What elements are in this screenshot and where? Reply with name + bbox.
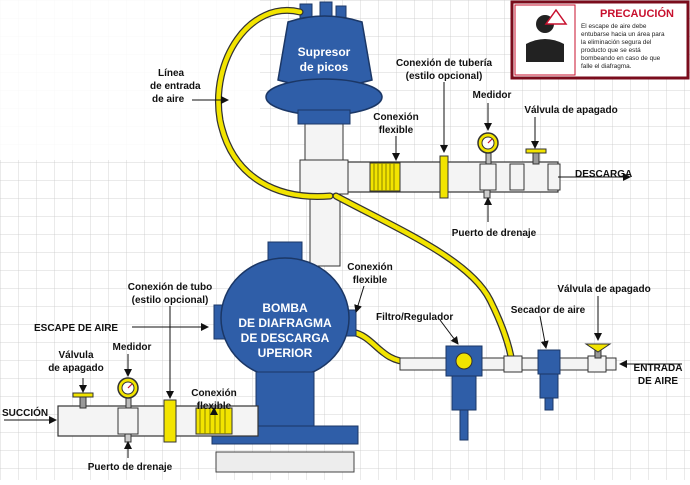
air-inlet-pipe <box>399 355 617 373</box>
tube-connection-label-2: (estilo opcional) <box>132 295 209 306</box>
caution-title: PRECAUCIÓN <box>600 7 674 20</box>
caution-line-5: bombeando en caso de que <box>581 55 661 62</box>
shutoff-valve-top-label: Válvula de apagado <box>524 105 617 116</box>
pulse-dampener-label-2: de picos <box>300 60 349 74</box>
air-inlet-label-2: DE AIRE <box>638 376 679 387</box>
vertical-discharge-pipe <box>299 117 349 267</box>
air-inlet-line-label-2: de entrada <box>150 81 201 92</box>
pump-label-2: DE DIAFRAGMA <box>238 316 332 330</box>
flex-connection-low-label-2: flexible <box>197 401 232 412</box>
warning-triangle-icon <box>544 8 568 25</box>
air-dryer-label: Secador de aire <box>511 305 586 316</box>
caution-line-2: entubarse hacia un área para <box>581 31 665 38</box>
flex-connection-top-label-2: flexible <box>379 125 414 136</box>
pump-label-4: UPERIOR <box>258 346 313 360</box>
pump-label-3: DE DESCARGA <box>241 331 330 345</box>
air-inlet-line-label-3: de aire <box>152 94 185 105</box>
shutoff-valve-left-label-1: Válvula <box>58 350 93 361</box>
shutoff-valve-left-icon <box>72 392 94 409</box>
tube-connection-label-1: Conexión de tubo <box>128 282 212 293</box>
pulse-dampener-label-1: Supresor <box>298 45 351 59</box>
air-inlet-line-label-1: Línea <box>158 68 185 79</box>
flex-connection-mid-label-2: flexible <box>353 275 388 286</box>
gauge-left-label: Medidor <box>113 342 152 353</box>
gauge-left-icon <box>117 377 139 409</box>
caution-line-6: falle el diafragma. <box>581 63 632 70</box>
pulse-dampener: Supresor de picos <box>265 1 383 125</box>
drain-port-low-icon <box>124 433 132 443</box>
air-exhaust-label: ESCAPE DE AIRE <box>34 323 118 334</box>
caution-line-1: El escape de aire debe <box>581 23 647 30</box>
diaphragm-pump: BOMBA DE DIAFRAGMA DE DESCARGA UPERIOR <box>211 241 359 473</box>
shutoff-valve-right-label: Válvula de apagado <box>557 284 650 295</box>
filter-regulator-icon <box>445 345 483 441</box>
air-hoses <box>215 7 516 366</box>
caution-line-4: producto que se está <box>581 47 641 54</box>
flex-connection-top-label-1: Conexión <box>373 112 419 123</box>
pipe-connection-top-label-2: (estilo opcional) <box>406 71 483 82</box>
leader-lines <box>4 82 682 458</box>
flex-connection-low-label-1: Conexión <box>191 388 237 399</box>
gauge-top-label: Medidor <box>473 90 512 101</box>
gauge-top-icon <box>477 132 499 165</box>
flexible-connection-top <box>369 162 401 192</box>
flex-connection-mid-label-1: Conexión <box>347 262 393 273</box>
shutoff-valve-right-icon <box>584 343 612 359</box>
filter-regulator-label: Filtro/Regulador <box>376 312 453 323</box>
pump-label-1: BOMBA <box>262 301 308 315</box>
drain-port-low-label: Puerto de drenaje <box>88 462 173 473</box>
caution-box: PRECAUCIÓN El escape de aire debe entuba… <box>510 0 690 80</box>
drain-port-top-label: Puerto de drenaje <box>452 228 537 239</box>
shutoff-valve-left-label-2: de apagado <box>48 363 104 374</box>
drain-port-top-icon <box>483 189 491 199</box>
pipe-connection-top-label-1: Conexión de tubería <box>396 58 493 69</box>
discharge-label: DESCARGA <box>575 169 632 180</box>
air-inlet-label-1: ENTRADA <box>634 363 683 374</box>
discharge-pipe <box>309 155 561 199</box>
air-dryer-icon <box>537 349 561 411</box>
blank-area <box>0 0 260 160</box>
suction-label: SUCCIÓN <box>2 406 48 419</box>
shutoff-valve-top-icon <box>525 148 547 165</box>
caution-line-3: la eliminación segura del <box>581 39 651 46</box>
